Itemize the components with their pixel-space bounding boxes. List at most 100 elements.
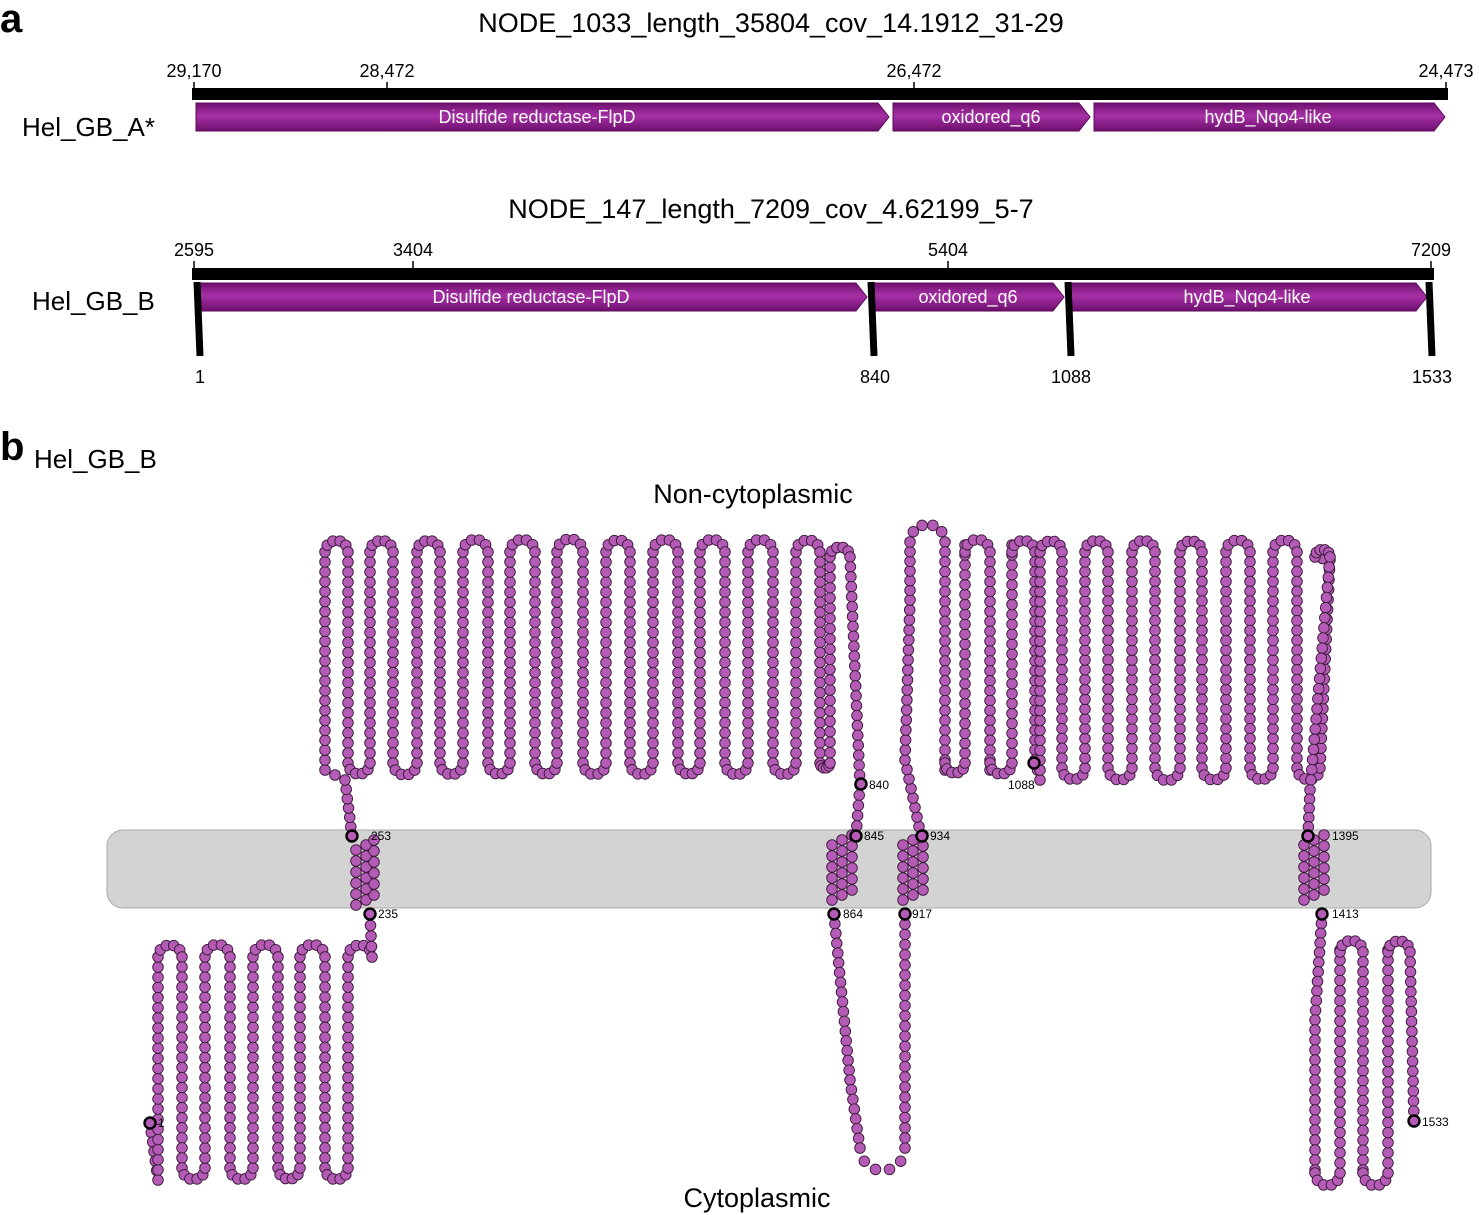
residue-bead <box>1310 994 1323 1007</box>
residue-bead <box>1220 565 1232 578</box>
residue-bead <box>790 686 802 699</box>
residue-bead <box>1382 1116 1394 1129</box>
residue-bead <box>984 625 996 638</box>
residue-bead <box>1244 752 1256 764</box>
residue-bead <box>1006 697 1018 710</box>
residue-bead <box>899 1101 911 1114</box>
residue-bead <box>457 707 469 719</box>
residue-bead <box>1149 732 1161 745</box>
residue-bead <box>790 626 802 639</box>
marked-residue <box>898 907 912 921</box>
residue-bead <box>1174 683 1186 696</box>
residue-bead <box>1034 575 1046 588</box>
residue-bead <box>551 576 563 588</box>
residue-bead <box>672 556 684 568</box>
residue-bead <box>850 699 863 712</box>
residue-bead <box>1244 595 1256 607</box>
residue-bead <box>176 1071 188 1084</box>
residue-bead <box>1291 722 1303 735</box>
residue-bead <box>319 724 331 737</box>
residue-bead <box>984 635 996 647</box>
residue-bead <box>1406 1045 1419 1058</box>
residue-bead <box>1126 614 1138 627</box>
residue-bead <box>247 1011 259 1024</box>
residue-bead <box>600 717 612 729</box>
residue-bead <box>984 655 996 667</box>
residue-bead <box>364 696 376 709</box>
residue-bead <box>1006 638 1018 650</box>
residue-bead <box>1196 673 1208 686</box>
residue-bead <box>814 566 826 578</box>
residue-bead <box>600 626 612 639</box>
residue-bead <box>1244 673 1256 686</box>
residue-bead <box>482 636 494 649</box>
residue-bead <box>1334 964 1346 977</box>
residue-bead <box>767 556 779 568</box>
residue-bead <box>1267 713 1279 725</box>
residue-bead <box>742 757 754 769</box>
residue-bead <box>529 616 541 629</box>
residue-bead <box>600 616 612 629</box>
residue-bead <box>1196 595 1208 607</box>
residue-bead <box>1244 742 1256 755</box>
residue-bead <box>1079 624 1091 637</box>
residue-bead <box>672 666 684 679</box>
residue-bead <box>387 737 399 749</box>
residue-bead <box>1357 1134 1369 1147</box>
residue-bead <box>1149 624 1161 637</box>
residue-bead <box>1334 1146 1346 1159</box>
residue-bead <box>1267 693 1279 706</box>
residue-bead <box>1196 565 1208 578</box>
residue-bead <box>1174 614 1186 627</box>
residue-bead <box>457 626 469 639</box>
residue-bead <box>852 749 865 762</box>
residue-bead <box>897 839 909 851</box>
residue-bead <box>899 948 911 961</box>
residue-bead <box>767 566 779 578</box>
residue-bead <box>199 1031 211 1044</box>
residue-bead <box>551 747 563 759</box>
residue-bead <box>849 670 861 682</box>
residue-bead <box>247 1031 259 1044</box>
residue-bead <box>719 707 731 719</box>
residue-bead <box>364 757 376 769</box>
residue-bead <box>1102 703 1114 715</box>
residue-bead <box>1056 693 1068 706</box>
residue-bead <box>1305 774 1317 786</box>
residue-bead <box>387 747 399 759</box>
marked-residue <box>915 829 929 843</box>
residue-bead <box>905 782 917 795</box>
residue-bead <box>504 747 516 759</box>
contig-bar <box>192 88 1448 100</box>
residue-bead <box>1196 713 1208 725</box>
residue-bead <box>899 999 911 1012</box>
aa-position-bar <box>193 281 204 357</box>
residue-bead <box>272 1142 284 1154</box>
residue-bead <box>342 1071 354 1084</box>
residue-bead <box>852 739 865 752</box>
residue-bead <box>1056 575 1068 588</box>
residue-bead <box>742 707 754 719</box>
residue-bead <box>1334 1167 1346 1179</box>
residue-bead <box>1291 634 1303 647</box>
residue-bead <box>1220 614 1232 627</box>
residue-bead <box>577 566 589 578</box>
residue-bead <box>899 1121 911 1134</box>
residue-bead <box>1126 595 1138 607</box>
residue-bead <box>577 616 589 629</box>
residue-bead <box>719 646 731 659</box>
coord-label: 5404 <box>928 240 968 260</box>
residue-bead <box>719 616 731 629</box>
residue-bead <box>387 727 399 739</box>
residue-bead <box>647 606 659 619</box>
residue-bead <box>1291 732 1303 745</box>
residue-bead <box>1102 634 1114 647</box>
residue-bead <box>899 1111 911 1124</box>
residue-bead <box>1126 742 1138 755</box>
residue-bead <box>411 556 423 568</box>
gene-arrow <box>892 102 1091 132</box>
residue-bead <box>1324 551 1336 563</box>
residue-bead <box>742 656 754 669</box>
residue-bead <box>1006 747 1018 759</box>
residue-bead <box>1220 673 1232 686</box>
